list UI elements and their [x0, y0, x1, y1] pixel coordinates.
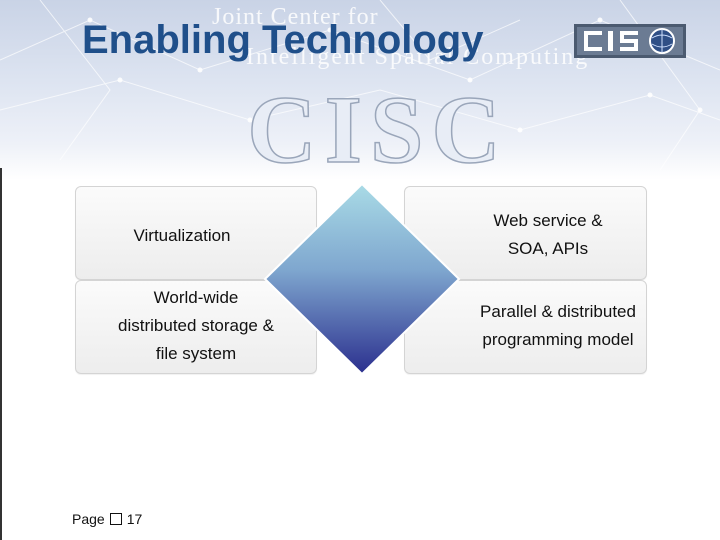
quadrant-bottom-right: [404, 280, 647, 374]
center-diamond-graphic: [263, 182, 461, 376]
quadrant-text-web-service: Web service & SOA, APIs: [446, 207, 650, 263]
page-number: 17: [126, 511, 143, 527]
parallel-line-1: Parallel & distributed: [480, 302, 636, 321]
svg-text:CISC: CISC: [247, 84, 508, 170]
quadrant-bottom-left: [75, 280, 317, 374]
storage-line-1: World-wide: [153, 288, 239, 307]
quadrant-text-parallel: Parallel & distributed programming model: [456, 298, 660, 354]
left-divider-rule: [0, 168, 2, 540]
watermark-org-line2: Intelligent Spatial Computing: [246, 44, 590, 70]
watermark-org-line1: Joint Center for: [212, 4, 379, 30]
page-label: Page: [72, 511, 105, 527]
quadrant-text-virtualization: Virtualization: [90, 222, 274, 250]
page-box-glyph-icon: [109, 513, 122, 525]
cisc-logo-icon: [574, 24, 686, 58]
storage-line-2: distributed storage &: [118, 316, 274, 335]
quadrant-text-storage: World-wide distributed storage & file sy…: [86, 284, 306, 368]
virtualization-label: Virtualization: [133, 226, 231, 245]
storage-line-3: file system: [155, 344, 237, 363]
page-footer: Page 17: [72, 511, 142, 527]
web-service-line-2: SOA, APIs: [507, 239, 589, 258]
web-service-line-1: Web service &: [493, 211, 603, 230]
network-lines-decoration: [0, 0, 720, 171]
quadrant-top-left: [75, 186, 317, 280]
cisc-watermark-logo: CISC: [247, 84, 508, 170]
parallel-line-2: programming model: [482, 330, 634, 349]
slide-title: Enabling Technology: [82, 18, 484, 62]
